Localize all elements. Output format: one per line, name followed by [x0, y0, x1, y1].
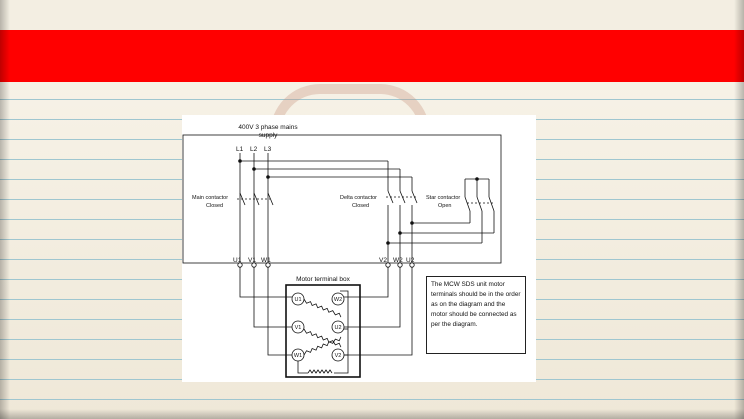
wiring-diagram-svg: 400V 3 phase mains supply L1 L2 L3 Main … [182, 124, 502, 378]
motor-terminal-box [285, 284, 361, 378]
terminal-v2: V2 [335, 353, 342, 359]
supply-subtitle: supply [259, 132, 279, 139]
star-contactor-state: Open [438, 203, 451, 209]
main-contactor-name: Main contactor [192, 195, 228, 201]
top-band [0, 0, 744, 30]
motor-label-v2: V2 [379, 257, 387, 264]
supply-title: 400V 3 phase mains [238, 124, 298, 131]
line-label-l2: L2 [250, 146, 258, 153]
star-contactor-switch-2 [476, 196, 483, 212]
main-contactor-switch-3 [267, 192, 274, 206]
motor-label-v1: V1 [248, 257, 256, 264]
terminal-v1: V1 [295, 325, 302, 331]
instruction-note: The MCW SDS unit motor terminals should … [426, 276, 526, 354]
delta-contactor-name: Delta contactor [340, 195, 377, 201]
main-contactor-state: Closed [206, 203, 223, 209]
terminal-u2: U2 [334, 325, 341, 331]
terminal-w2: W2 [334, 297, 342, 303]
terminal-u1: U1 [294, 297, 301, 303]
motor-label-w2: W2 [393, 257, 403, 264]
star-contactor-switch-3 [488, 196, 495, 212]
terminal-w1: W1 [294, 353, 302, 359]
terminal-box-title: Motor terminal box [296, 276, 351, 283]
left-edge-shadow [0, 0, 10, 419]
motor-label-w1: W1 [261, 257, 271, 264]
star-delta-wiring-diagram: 400V 3 phase mains supply L1 L2 L3 Main … [182, 115, 536, 382]
right-edge-shadow [734, 0, 744, 419]
star-contactor-name: Star contactor [426, 195, 460, 201]
control-panel-outline [182, 134, 502, 264]
line-label-l3: L3 [264, 146, 272, 153]
star-contactor-switch-1 [464, 196, 471, 212]
motor-label-u1: U1 [233, 257, 242, 264]
delta-contactor-state: Closed [352, 203, 369, 209]
motor-label-u2: U2 [406, 257, 415, 264]
line-label-l1: L1 [236, 146, 244, 153]
red-title-banner [0, 30, 744, 82]
bottom-edge-shadow [0, 409, 744, 419]
main-contactor-switch-2 [253, 192, 260, 206]
